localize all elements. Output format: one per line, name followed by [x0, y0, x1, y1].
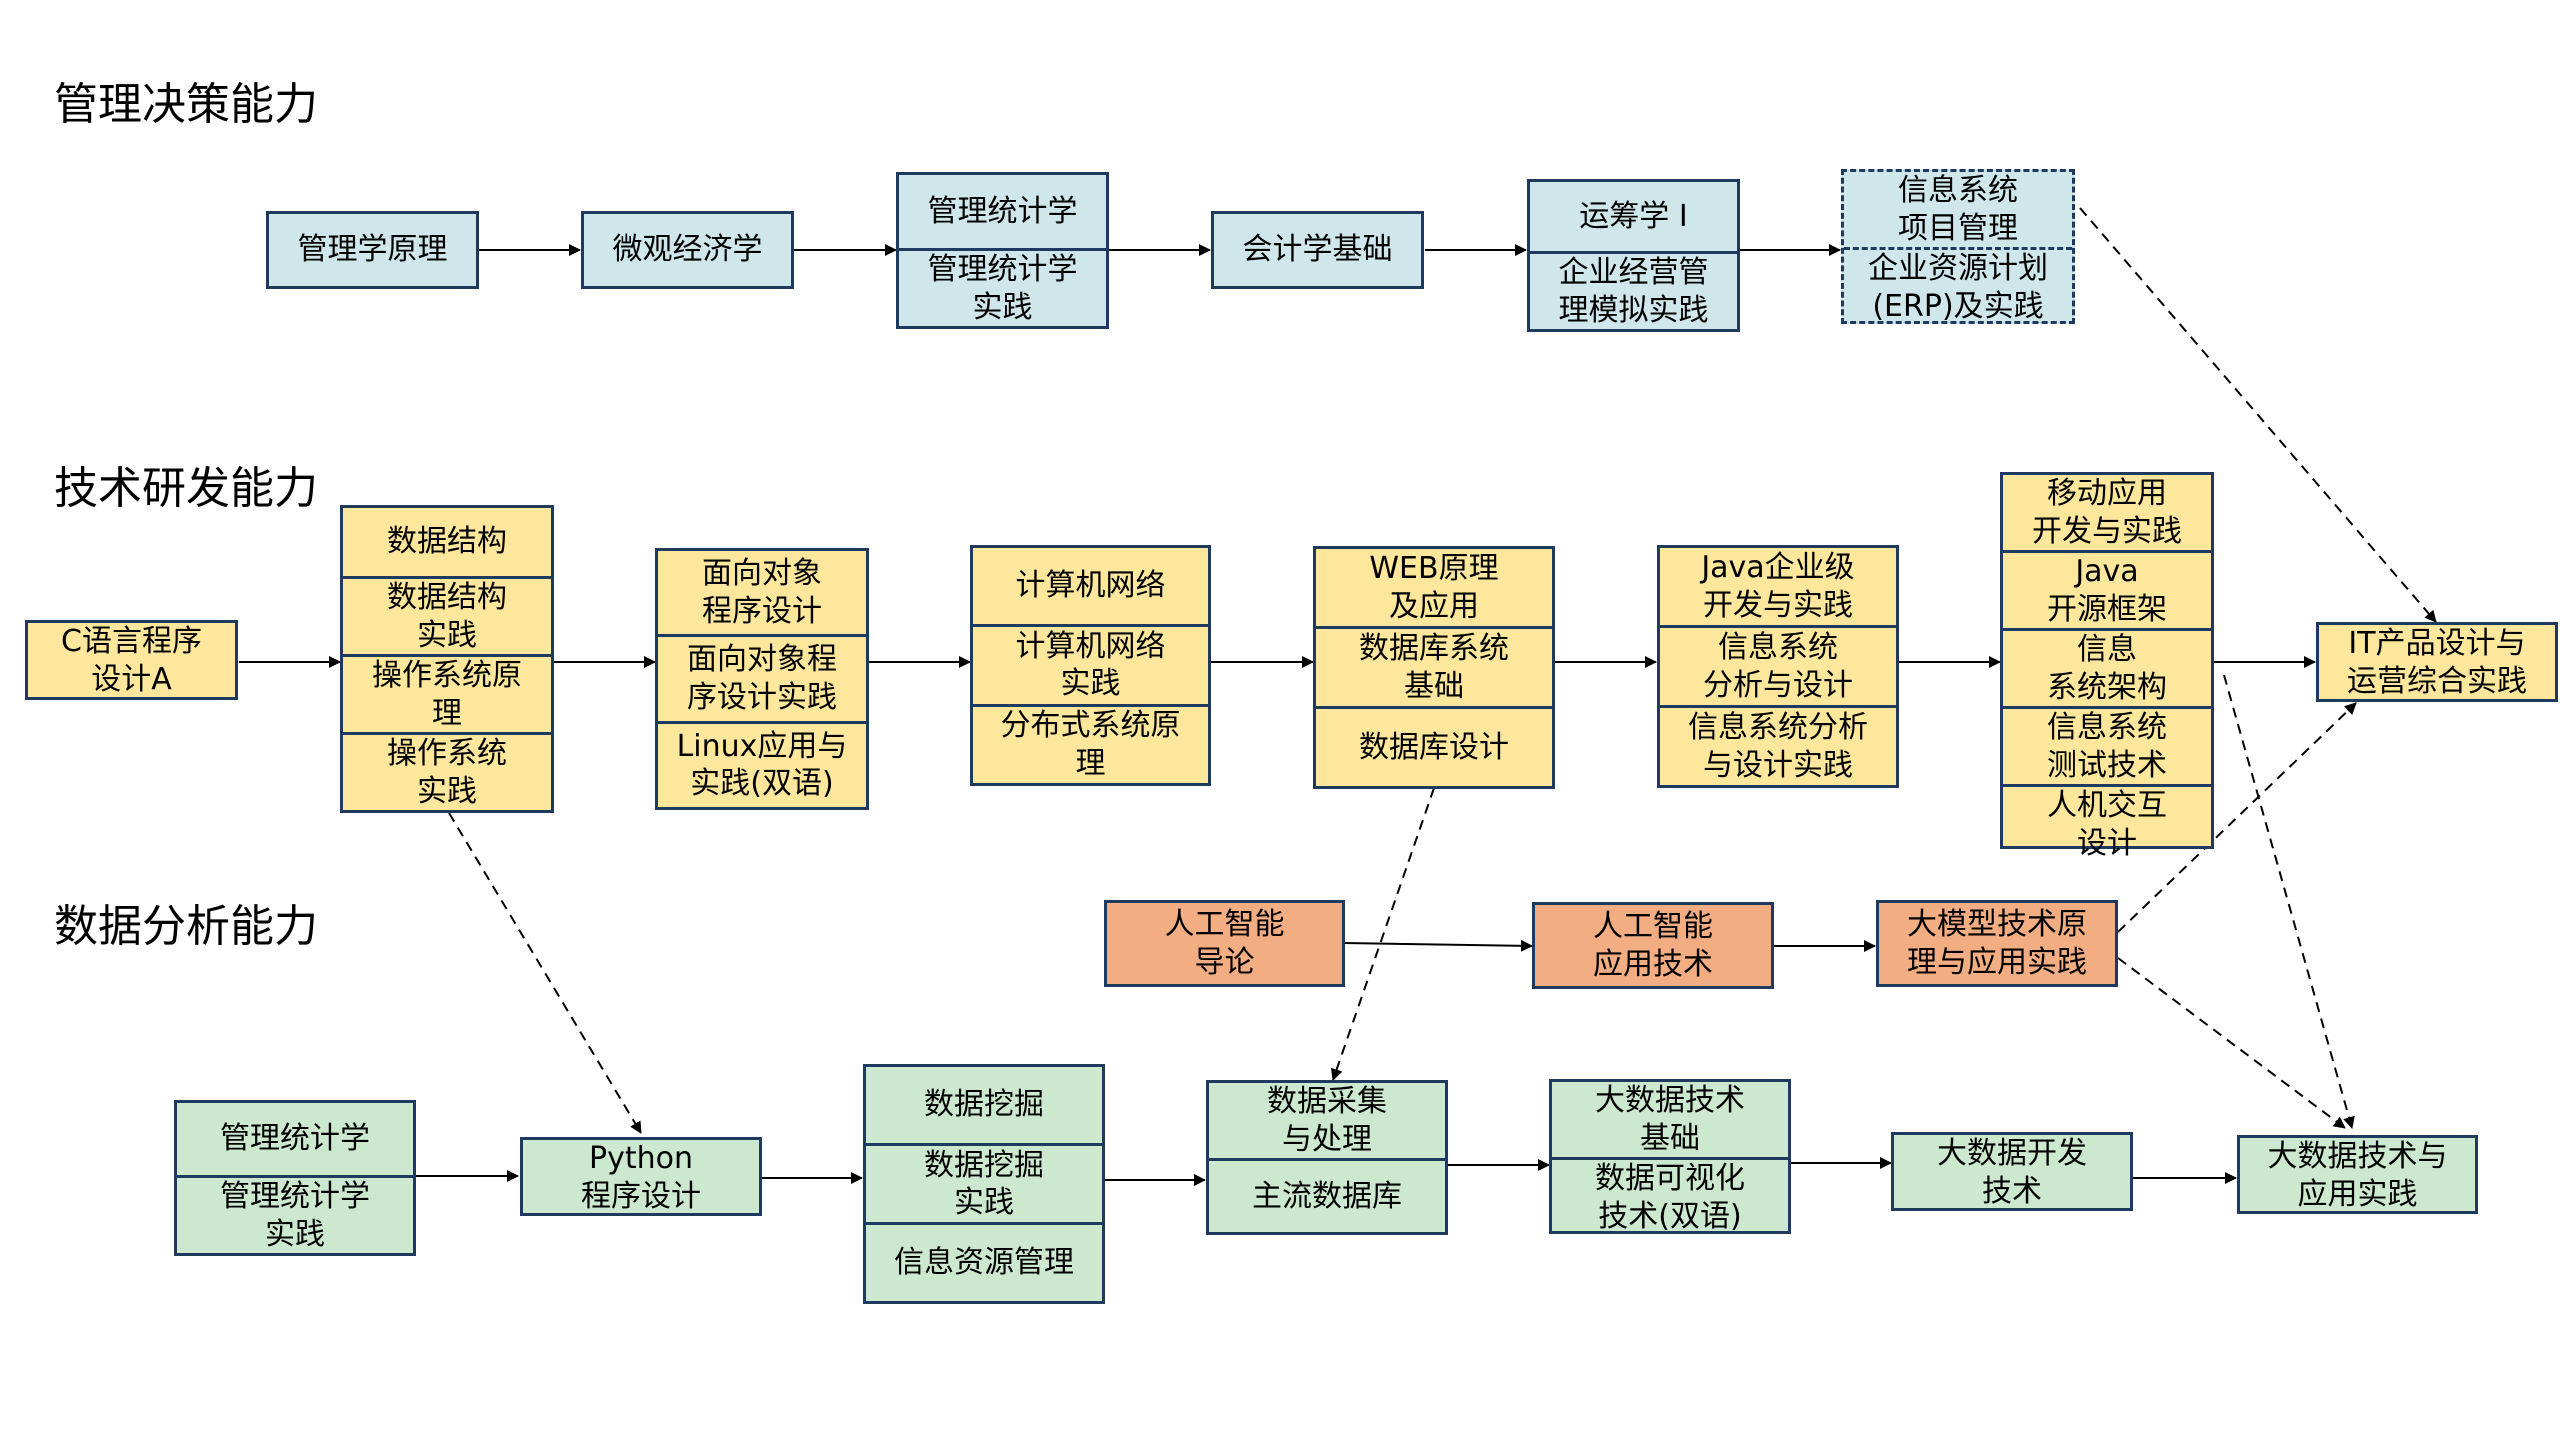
- course-node-ai-applications[interactable]: 人工智能应用技术: [1532, 902, 1774, 989]
- course-node-management-principles[interactable]: 管理学原理: [266, 211, 479, 289]
- course-label: 管理学原理: [297, 232, 448, 268]
- course-label: 面向对象程序设计实践: [658, 634, 866, 720]
- course-label: 数据可视化技术(双语): [1552, 1157, 1788, 1235]
- course-label: 信息系统测试技术: [2003, 706, 2211, 784]
- course-label: 人工智能应用技术: [1593, 909, 1713, 982]
- course-label: 移动应用开发与实践: [2032, 476, 2182, 549]
- section-title-management: 管理决策能力: [54, 79, 318, 130]
- course-node-management-statistics[interactable]: 管理统计学管理统计学实践: [896, 172, 1109, 329]
- course-node-web-principles[interactable]: WEB原理及应用数据库系统基础数据库设计: [1313, 546, 1555, 789]
- course-node-data-mining[interactable]: 数据挖掘数据挖掘实践信息资源管理: [863, 1064, 1105, 1304]
- course-label: 数据库设计: [1316, 706, 1552, 786]
- course-label: 操作系统实践: [343, 732, 551, 810]
- course-label: 管理统计学: [927, 193, 1078, 229]
- course-label: 管理统计学实践: [899, 248, 1106, 326]
- arrow-t7-d7: [2223, 674, 2355, 1129]
- course-label: 操作系统原理: [343, 654, 551, 732]
- course-label: 企业经营管理模拟实践: [1530, 251, 1737, 329]
- course-label: 企业资源计划(ERP)及实践: [1844, 247, 2072, 325]
- course-node-microeconomics[interactable]: 微观经济学: [581, 211, 794, 289]
- course-label: Java企业级开发与实践: [1701, 550, 1855, 623]
- course-label: 数据挖掘: [924, 1087, 1044, 1123]
- course-label: IT产品设计与运营综合实践: [2347, 626, 2527, 699]
- course-node-operations-research[interactable]: 运筹学 I 企业经营管理模拟实践: [1527, 179, 1740, 332]
- course-node-big-data-dev[interactable]: 大数据开发技术: [1891, 1132, 2133, 1211]
- course-label: 分布式系统原理: [973, 703, 1208, 783]
- course-label: 人机交互设计: [2003, 784, 2211, 862]
- course-node-c-programming[interactable]: C语言程序设计A: [25, 620, 238, 700]
- course-label: 微观经济学: [612, 232, 763, 268]
- course-node-big-data-practice[interactable]: 大数据技术与应用实践: [2237, 1135, 2478, 1214]
- course-label: 信息系统项目管理: [1898, 173, 2018, 246]
- course-label: 运筹学 I: [1579, 198, 1688, 234]
- course-node-ai-intro[interactable]: 人工智能导论: [1104, 900, 1345, 987]
- course-node-computer-networks[interactable]: 计算机网络计算机网络实践分布式系统原理: [970, 545, 1211, 786]
- arrow-a1-a2: [1343, 939, 1533, 952]
- course-label: Linux应用与实践(双语): [658, 720, 866, 807]
- course-label: 计算机网络实践: [973, 624, 1208, 703]
- course-label: WEB原理及应用: [1369, 551, 1499, 624]
- course-node-data-structures[interactable]: 数据结构数据结构实践操作系统原理操作系统实践: [340, 505, 554, 813]
- course-label: 数据结构实践: [343, 576, 551, 654]
- course-label: 管理统计学实践: [177, 1175, 413, 1253]
- course-label: 大数据技术基础: [1595, 1083, 1745, 1156]
- course-label: 主流数据库: [1209, 1158, 1445, 1232]
- course-label: 数据结构: [387, 524, 507, 560]
- course-node-llm-practice[interactable]: 大模型技术原理与应用实践: [1876, 900, 2118, 987]
- course-label: 数据采集与处理: [1267, 1084, 1387, 1157]
- course-label: 管理统计学: [220, 1121, 370, 1157]
- course-label: 面向对象程序设计: [702, 556, 822, 629]
- course-label: 数据挖掘实践: [866, 1143, 1102, 1222]
- course-label: 信息系统架构: [2003, 628, 2211, 706]
- course-label: C语言程序设计A: [61, 624, 202, 697]
- course-label: 大模型技术原理与应用实践: [1907, 907, 2087, 980]
- course-label: 信息系统分析与设计实践: [1660, 705, 1896, 785]
- course-label: 人工智能导论: [1164, 907, 1285, 980]
- course-label: 会计学基础: [1242, 232, 1393, 268]
- arrow-m6-t8: [2079, 207, 2437, 623]
- course-node-is-project-management[interactable]: 信息系统项目管理企业资源计划(ERP)及实践: [1841, 169, 2075, 324]
- course-node-accounting-basics[interactable]: 会计学基础: [1211, 211, 1424, 289]
- course-node-statistics-data[interactable]: 管理统计学管理统计学实践: [174, 1100, 416, 1256]
- course-node-java-enterprise[interactable]: Java企业级开发与实践信息系统分析与设计信息系统分析与设计实践: [1657, 545, 1899, 788]
- arrow-t2-d2: [448, 812, 642, 1134]
- course-node-data-collection[interactable]: 数据采集与处理主流数据库: [1206, 1080, 1448, 1235]
- course-label: 计算机网络: [1015, 568, 1166, 604]
- arrow-a3-t8: [2117, 702, 2357, 933]
- course-label: 信息资源管理: [866, 1222, 1102, 1301]
- section-title-tech: 技术研发能力: [54, 463, 318, 514]
- section-title-data: 数据分析能力: [54, 901, 318, 952]
- course-label: 数据库系统基础: [1316, 626, 1552, 706]
- arrow-a3-d7: [2117, 957, 2346, 1129]
- course-label: 大数据技术与应用实践: [2267, 1139, 2448, 1212]
- course-node-big-data-basics[interactable]: 大数据技术基础数据可视化技术(双语): [1549, 1079, 1791, 1234]
- arrow-t5-d4: [1330, 787, 1435, 1081]
- course-label: 信息系统分析与设计: [1660, 625, 1896, 705]
- course-label: 大数据开发技术: [1937, 1136, 2087, 1209]
- course-node-it-product-design[interactable]: IT产品设计与运营综合实践: [2316, 622, 2558, 702]
